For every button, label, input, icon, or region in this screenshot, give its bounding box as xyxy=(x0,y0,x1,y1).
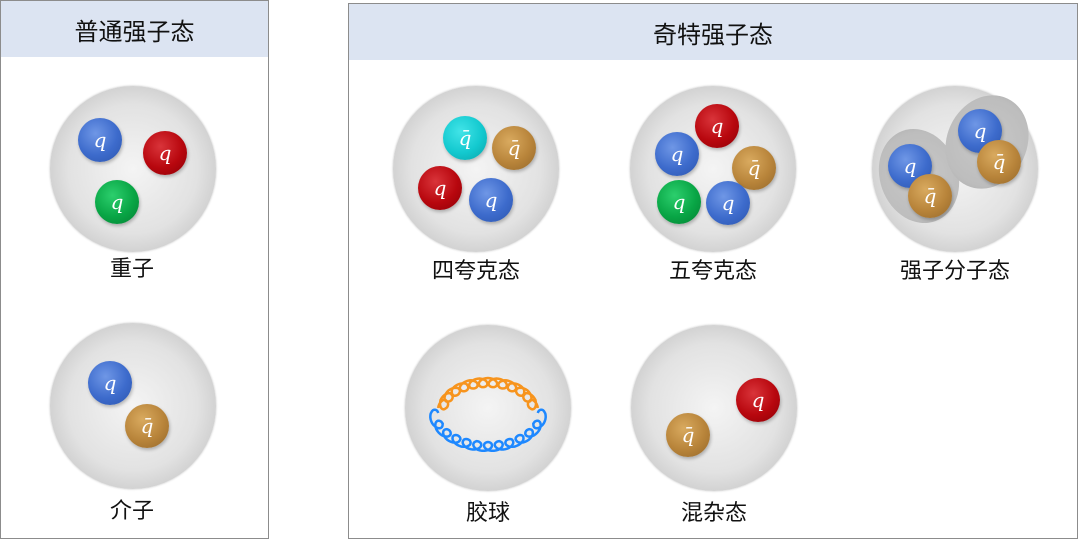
tetraquark-label: 四夸克态 xyxy=(431,259,520,284)
molecule-antiquark-1: q̄ xyxy=(908,174,952,218)
glueball-gluon-orange xyxy=(436,376,540,411)
baryon-quark-2: q xyxy=(143,131,187,175)
tetraquark-antiquark-1: q̄ xyxy=(443,116,487,160)
pentaquark-quark-1: q xyxy=(695,104,739,148)
pentaquark-quark-4: q xyxy=(706,181,750,225)
hybrid-label: 混杂态 xyxy=(680,501,747,526)
baryon-quark-3: q xyxy=(95,180,139,224)
pentaquark-label: 五夸克态 xyxy=(668,259,757,284)
meson-antiquark-1: q̄ xyxy=(125,404,169,448)
baryon-quark-1: q xyxy=(78,118,122,162)
pentaquark-quark-3: q xyxy=(657,180,701,224)
molecule-antiquark-2: q̄ xyxy=(977,140,1021,184)
exotic-hadrons-title: 奇特强子态 xyxy=(349,4,1077,60)
pentaquark-quark-2: q xyxy=(655,132,699,176)
glueball-hadron xyxy=(405,325,571,491)
baryon-hadron xyxy=(50,86,216,252)
meson-quark-1: q xyxy=(88,361,132,405)
ordinary-hadrons-title: 普通强子态 xyxy=(1,1,268,57)
tetraquark-antiquark-2: q̄ xyxy=(492,126,536,170)
glueball-gluon-blue xyxy=(429,408,547,453)
pentaquark-antiquark-1: q̄ xyxy=(732,146,776,190)
tetraquark-quark-1: q xyxy=(418,166,462,210)
molecule-quark-2: q xyxy=(958,109,1002,153)
meson-label: 介子 xyxy=(109,499,154,524)
molecule-label: 强子分子态 xyxy=(899,259,1010,284)
meson-hadron xyxy=(50,323,216,489)
hybrid-quark-1: q xyxy=(736,378,780,422)
tetraquark-quark-2: q xyxy=(469,178,513,222)
glueball-label: 胶球 xyxy=(465,501,510,526)
tetraquark-hadron xyxy=(393,86,559,252)
baryon-label: 重子 xyxy=(109,257,154,282)
hybrid-antiquark-1: q̄ xyxy=(666,413,710,457)
